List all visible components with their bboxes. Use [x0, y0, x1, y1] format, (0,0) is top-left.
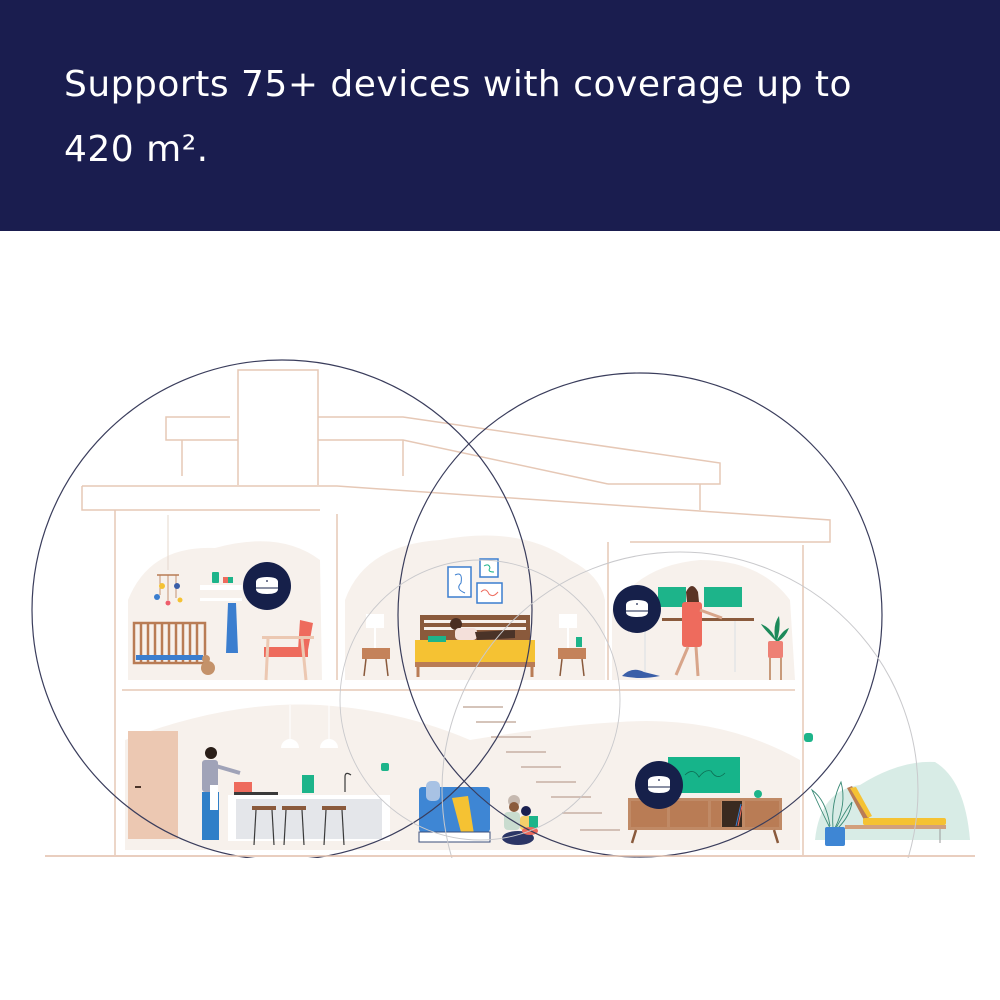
nursery-room: [132, 515, 314, 681]
pendant-light: [281, 739, 299, 748]
pendant-light: [320, 739, 338, 748]
router-node-office: [613, 585, 661, 633]
teddy-bear-icon: [201, 661, 215, 675]
headline-text: Supports 75+ devices with coverage up to…: [64, 52, 944, 182]
grandparent-and-child-reading: [502, 795, 538, 845]
patio: [810, 780, 946, 846]
monitor-right: [704, 587, 742, 607]
bedroom-backdrop: [345, 535, 605, 680]
coffee-maker: [302, 775, 314, 793]
smart-speaker-icon: [212, 572, 219, 583]
person-reading-on-bed: [428, 618, 515, 642]
smart-speaker-icon: [754, 790, 762, 798]
tv-console-icon: [628, 798, 782, 844]
router-icon: [256, 577, 278, 594]
potted-plant-icon: [761, 616, 789, 680]
wall-art-frame: [476, 582, 503, 604]
sofa-icon: [418, 781, 491, 843]
coverage-circle-inner: [339, 559, 621, 841]
smart-sensor-icon: [381, 763, 389, 771]
pet-dog-icon: [622, 669, 660, 678]
door: [128, 731, 178, 839]
outdoor-plant-icon: [810, 780, 853, 829]
nightstand-left: [362, 648, 390, 677]
office-room: [622, 586, 789, 680]
wall-art-frame: [479, 558, 499, 578]
sun-lounger-icon: [845, 786, 946, 843]
cooking-pot: [234, 782, 252, 792]
router-node-living-room: [635, 761, 683, 809]
armchair-icon: [262, 620, 314, 681]
coverage-circle-lower: [441, 551, 919, 1000]
smart-sensor-icon: [804, 733, 813, 742]
stairs: [463, 706, 620, 831]
house-coverage-illustration: [0, 231, 1000, 1000]
hanging-towel: [226, 603, 238, 653]
wall-art-frame: [447, 566, 472, 598]
bedroom-room: [362, 558, 586, 677]
router-node-nursery: [243, 562, 291, 610]
router-icon: [626, 600, 648, 617]
monitor-left: [658, 587, 686, 607]
lamp-right: [559, 614, 577, 648]
smart-speaker-icon: [576, 637, 582, 647]
bar-stools: [252, 806, 346, 846]
coverage-circle-right: [397, 372, 883, 858]
standing-desk: [662, 618, 754, 621]
router-icon: [648, 776, 670, 793]
headline-banner: Supports 75+ devices with coverage up to…: [0, 0, 1000, 231]
nightstand-right: [558, 648, 586, 677]
kitchen-room: [128, 705, 390, 846]
person-standing-at-desk: [674, 586, 723, 677]
headline-line-2: 420 m².: [64, 129, 209, 170]
kitchen-island: [236, 799, 382, 839]
living-room: [418, 706, 813, 845]
person-cooking: [202, 747, 241, 840]
headline-line-1: Supports 75+ devices with coverage up to: [64, 64, 853, 105]
baby-mobile-icon: [154, 574, 183, 606]
lamp-left: [366, 614, 384, 648]
